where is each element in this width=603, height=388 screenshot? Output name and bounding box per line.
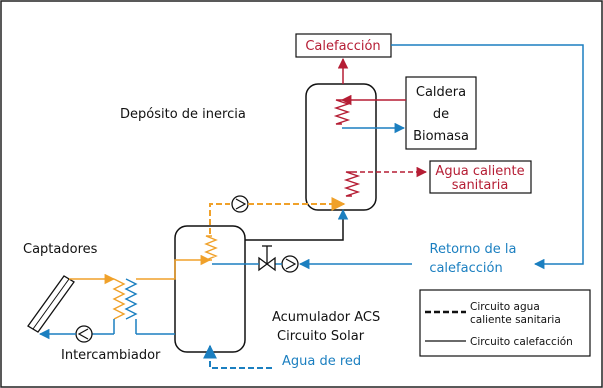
deposito-inercia-tank — [305, 83, 377, 211]
calefaccion-return-loop — [391, 44, 584, 270]
acumulador-coil-icon — [204, 235, 218, 261]
caldera-biomasa-box — [405, 76, 477, 150]
agua-caliente-box — [429, 160, 532, 194]
acs-to-deposito-pipe — [209, 203, 230, 234]
legend-heating-label: Circuito calefacción — [470, 336, 573, 348]
caldera-label-2: de — [433, 107, 449, 122]
agua-caliente-label-2: sanitaria — [452, 178, 509, 193]
agua-red-label: Agua de red — [282, 354, 361, 369]
retorno-label-1: Retorno de la — [430, 242, 517, 257]
retorno-label-2: calefacción — [429, 261, 502, 276]
legend: Circuito agua caliente sanitaria Circuit… — [419, 289, 591, 357]
caldera-label-1: Caldera — [416, 85, 466, 100]
legend-dhw-label-1: Circuito agua — [470, 301, 540, 313]
captadores-label: Captadores — [23, 242, 98, 257]
agua-red-pipe — [203, 344, 272, 369]
caldera-label-3: Biomasa — [413, 129, 469, 144]
intercambiador-icon — [112, 278, 138, 320]
deposito-label: Depósito de inercia — [120, 107, 246, 122]
intercambiador-label: Intercambiador — [61, 348, 161, 363]
three-way-valve-icon — [258, 256, 276, 272]
deposito-upper-coil-icon — [333, 99, 351, 125]
exchanger-to-acs-pipe — [136, 254, 212, 280]
acumulador-label-2: Circuito Solar — [277, 329, 365, 344]
legend-dhw-label-2: caliente sanitaria — [470, 314, 561, 326]
agua-caliente-label-1: Agua caliente — [435, 164, 524, 179]
deposito-lower-coil-icon — [343, 171, 361, 197]
solar-collector-icon — [27, 275, 75, 333]
acumulador-label-1: Acumulador ACS — [272, 310, 380, 325]
calefaccion-label: Calefacción — [305, 39, 380, 54]
deposito-return-pipe — [245, 208, 349, 241]
